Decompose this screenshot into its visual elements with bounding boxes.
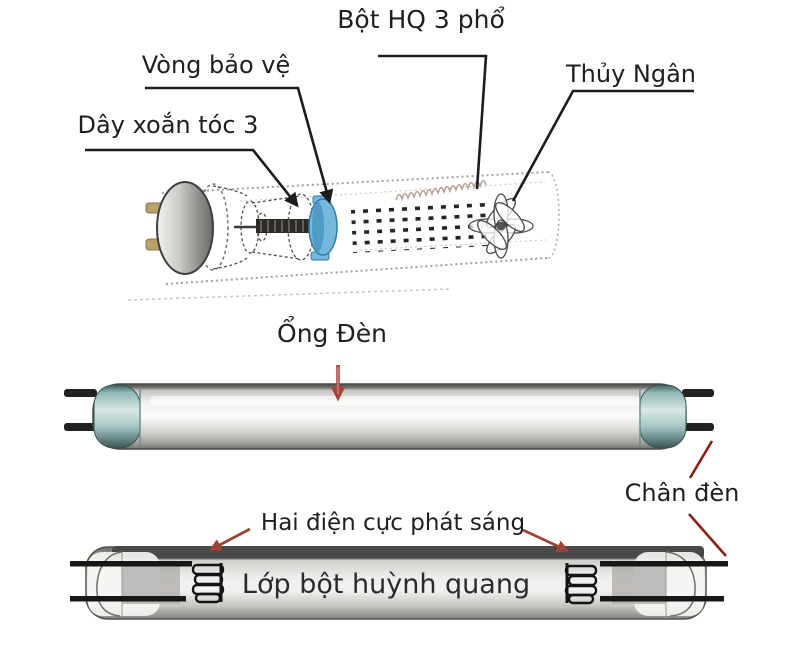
tube-cap-right <box>639 384 687 449</box>
glass-end-right-outline <box>665 551 696 617</box>
lead-wire <box>600 596 724 602</box>
pins-leader-lines <box>688 440 727 557</box>
end-cap <box>156 181 214 275</box>
phosphor-coil-squiggle <box>395 180 487 202</box>
guard-ring <box>308 195 338 261</box>
electrode-coil-left <box>191 563 225 604</box>
label-phosphor-layer: Lớp bột huỳnh quang <box>241 569 531 600</box>
particle-stream <box>350 201 490 253</box>
leader-guard-ring <box>145 86 334 205</box>
mercury-atom <box>468 193 534 259</box>
lead-wire <box>70 561 192 567</box>
label-lamp-tube: Ổng Đèn <box>277 319 387 348</box>
middle-tube-drawing <box>64 365 714 450</box>
tube-cap-left <box>93 384 141 449</box>
electrode-arrow-right <box>522 528 570 552</box>
leader-pins-lower <box>688 513 727 557</box>
filament-coil <box>234 219 316 233</box>
top-cutaway-drawing <box>85 54 694 301</box>
tube-pins <box>64 389 714 431</box>
tube-top-wall <box>112 546 704 559</box>
glass-end-left-outline <box>96 551 123 617</box>
lead-wire <box>600 561 728 567</box>
label-guard-ring: Vòng bảo vệ <box>141 51 291 79</box>
leader-pins-upper <box>688 440 714 479</box>
label-filament: Dây xoắn tóc 3 <box>77 111 259 139</box>
leader-powder <box>378 54 488 190</box>
electrode-pointer-arrows <box>208 527 570 552</box>
lead-wire <box>70 596 186 602</box>
leader-filament <box>85 148 299 208</box>
bottom-tube-drawing <box>70 527 728 620</box>
electrode-arrow-left <box>208 527 251 551</box>
label-electrodes: Hai điện cực phát sáng <box>260 510 526 536</box>
label-phosphor-powder: Bột HQ 3 phổ <box>337 5 505 34</box>
label-mercury: Thủy Ngân <box>565 60 697 88</box>
leader-mercury <box>511 89 694 202</box>
tube-body <box>92 383 687 450</box>
label-lamp-pins: Chân đèn <box>624 479 740 507</box>
electrode-coil-right <box>564 563 598 605</box>
tube-sheen <box>150 396 640 405</box>
